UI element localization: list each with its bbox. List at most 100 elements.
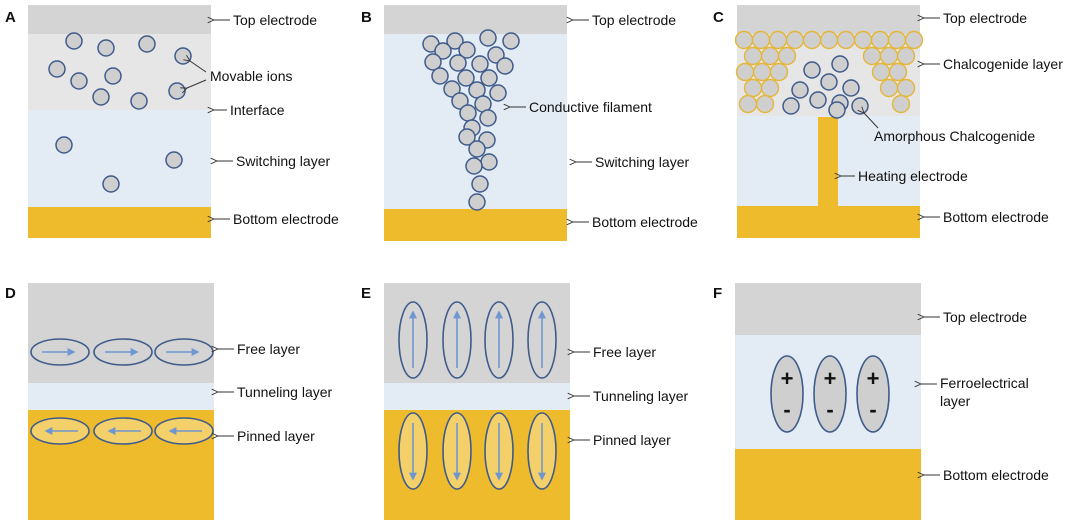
chalcogenide-grain: [853, 30, 873, 50]
dipole: [813, 355, 847, 433]
panel-d-letter: D: [5, 285, 16, 302]
ion: [431, 67, 449, 85]
label-tunneling-layer-d: Tunneling layer: [237, 384, 333, 400]
ion: [468, 193, 486, 211]
label-amorphous-chalcogenide: Amorphous Chalcogenide: [874, 128, 1035, 144]
panel-b: B: [361, 5, 698, 241]
chalcogenide-grain: [752, 62, 772, 82]
dipoles: [770, 355, 890, 433]
chalcogenide-grain: [871, 62, 891, 82]
ion: [479, 29, 497, 47]
ion: [831, 55, 849, 73]
tunneling-layer-d: [28, 383, 214, 410]
minus-sign: -: [826, 397, 833, 422]
ion: [165, 151, 183, 169]
panel-d: D Free layer Tunneling layer Pinned laye…: [5, 283, 333, 520]
label-movable-ions: Movable ions: [210, 68, 293, 84]
spin-arrows-d: [42, 348, 202, 435]
label-top-electrode-c: Top electrode: [943, 10, 1027, 26]
ion: [443, 80, 461, 98]
label-ferroelectrical-line2: layer: [940, 393, 971, 409]
free-layer-d: [28, 283, 214, 383]
label-bottom-electrode-c: Bottom electrode: [943, 209, 1049, 225]
label-tunneling-layer-e: Tunneling layer: [593, 388, 689, 404]
panel-b-letter: B: [361, 9, 372, 26]
ion: [480, 69, 498, 87]
free-magnets-d: [30, 338, 214, 445]
ion: [97, 39, 115, 57]
chalcogenide-grain: [887, 30, 907, 50]
ion: [446, 32, 464, 50]
ion: [479, 109, 497, 127]
ion: [842, 79, 860, 97]
chalcogenide-grain: [738, 94, 758, 114]
label-top-electrode-b: Top electrode: [592, 12, 676, 28]
ion: [65, 32, 83, 50]
chalcogenide-grain: [904, 30, 924, 50]
ion: [104, 67, 122, 85]
chalcogenide-grain: [768, 30, 788, 50]
plus-sign: +: [867, 366, 880, 391]
ion: [782, 97, 800, 115]
ion: [480, 153, 498, 171]
bottom-electrode-c: [737, 206, 920, 238]
panel-e: E Free layer Tunneling layer: [361, 283, 689, 520]
arrow-amorphous: [864, 113, 879, 129]
chalcogenide-grain: [802, 30, 822, 50]
chalcogenide-grain: [879, 46, 899, 66]
ion: [48, 60, 66, 78]
ion: [471, 55, 489, 73]
chalcogenide-grain: [743, 78, 763, 98]
ion: [168, 82, 186, 100]
chalcogenide-grain: [888, 62, 908, 82]
chalcogenide-grain: [743, 46, 763, 66]
top-electrode-c: [737, 5, 920, 34]
ion: [459, 104, 477, 122]
label-free-layer-d: Free layer: [237, 341, 300, 357]
ion: [468, 140, 486, 158]
chalcogenide-grain: [891, 94, 911, 114]
ion: [828, 101, 846, 119]
chalcogenide-grain: [785, 30, 805, 50]
dipole: [770, 355, 804, 433]
label-bottom-electrode-a: Bottom electrode: [233, 211, 339, 227]
switching-layer-a: [28, 110, 211, 207]
chalcogenide-grain: [819, 30, 839, 50]
chalcogenide-grain: [755, 94, 775, 114]
label-top-electrode-f: Top electrode: [943, 309, 1027, 325]
bottom-electrode-b: [384, 209, 567, 241]
ion: [174, 47, 192, 65]
panel-a: A Top electrode Movable ions Interface: [5, 5, 339, 238]
ion: [102, 175, 120, 193]
panel-e-letter: E: [361, 285, 371, 302]
ion: [70, 72, 88, 90]
chalcogenide-grain: [760, 78, 780, 98]
ion: [809, 91, 827, 109]
panel-f-letter: F: [713, 285, 722, 302]
chalcogenide-grain: [734, 30, 754, 50]
heating-electrode: [818, 117, 838, 207]
chalcogenide-grain: [760, 46, 780, 66]
chalcogenide-grain: [896, 46, 916, 66]
label-interface: Interface: [230, 102, 285, 118]
ion: [465, 157, 483, 175]
label-switching-layer-a: Switching layer: [236, 153, 330, 169]
arrow-ions-a-1: [190, 61, 207, 73]
label-pinned-layer-d: Pinned layer: [237, 428, 315, 444]
chalcogenide-grain: [836, 30, 856, 50]
ion: [434, 42, 452, 60]
minus-sign: -: [869, 397, 876, 422]
bottom-electrode-a: [28, 207, 211, 238]
bottom-electrode-f: [735, 449, 921, 520]
ion: [449, 54, 467, 72]
panel-a-letter: A: [5, 9, 16, 26]
chalcogenide-grain: [896, 78, 916, 98]
plus-sign: +: [781, 366, 794, 391]
ion: [451, 92, 469, 110]
ion: [130, 92, 148, 110]
arrow-ions-a-2: [187, 79, 207, 88]
minus-sign: -: [783, 397, 790, 422]
chalcogenide-grain: [769, 62, 789, 82]
label-switching-layer-b: Switching layer: [595, 154, 689, 170]
chalcogenide-grain: [870, 30, 890, 50]
